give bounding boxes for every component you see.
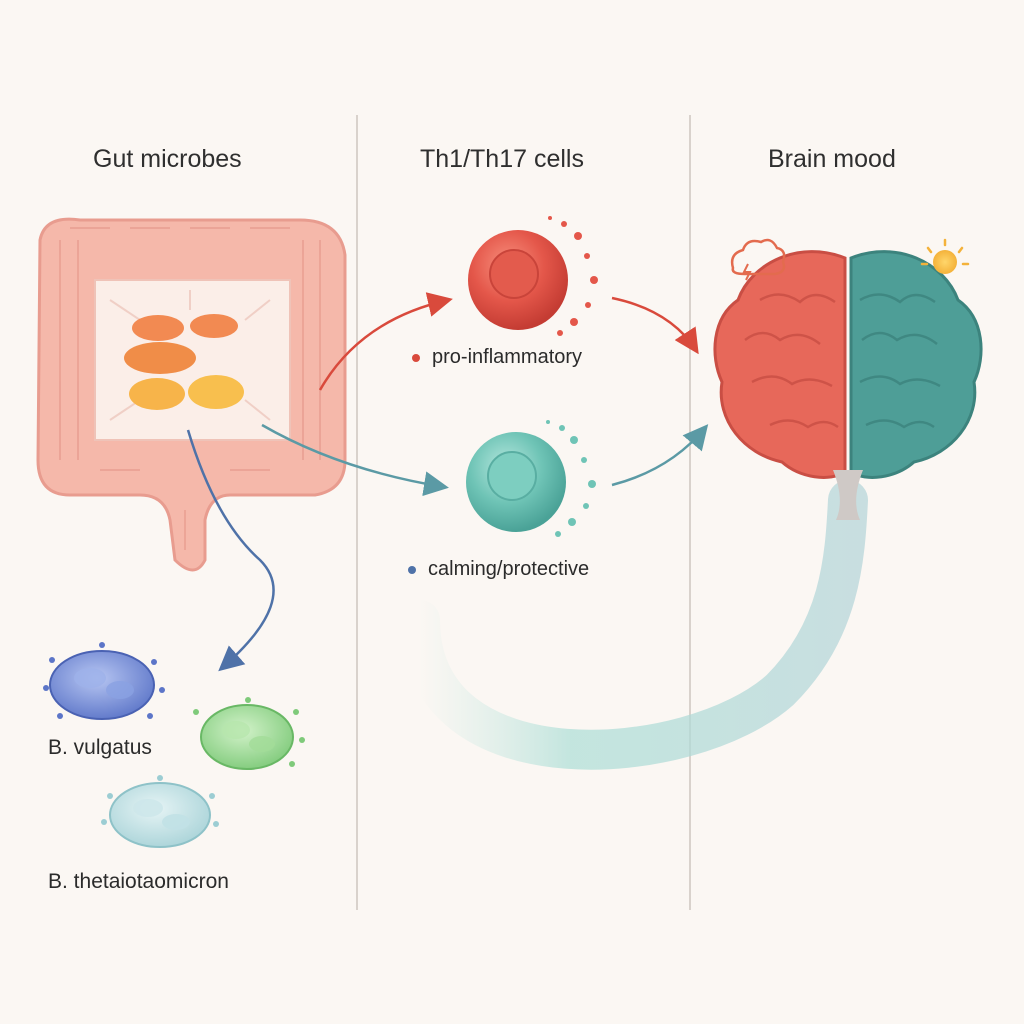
pro-inflammatory-text: pro-inflammatory xyxy=(432,346,583,368)
gut-brain-axis-band xyxy=(400,480,868,770)
column-title-gut: Gut microbes xyxy=(93,145,242,173)
brain-icon xyxy=(713,250,983,520)
storm-cloud-icon xyxy=(730,238,786,281)
bacteria-label-vulgatus: B. vulgatus xyxy=(48,736,152,759)
bacterium-icon xyxy=(101,775,219,848)
arrow-calm-to-brain xyxy=(611,424,709,487)
t-cell-icon xyxy=(468,216,598,336)
column-title-brain: Brain mood xyxy=(768,145,896,173)
bacterium-icon xyxy=(43,642,165,720)
arrow-gut-to-calm xyxy=(261,423,449,497)
calming-protective-label: calming/protective xyxy=(408,558,589,581)
pro-inflammatory-label: pro-inflammatory xyxy=(412,346,582,369)
column-title-cells: Th1/Th17 cells xyxy=(420,145,584,173)
bacterium-icon xyxy=(193,697,305,770)
t-cell-icon xyxy=(466,420,596,537)
calming-protective-dot xyxy=(408,565,416,574)
bacteria-label-thetaiotaomicron: B. thetaiotaomicron xyxy=(48,870,229,893)
intestine-icon xyxy=(36,217,347,572)
pro-inflammatory-dot xyxy=(412,353,420,362)
arrow-gut-to-bacteria xyxy=(186,429,275,672)
calming-protective-text: calming/protective xyxy=(428,558,590,580)
arrow-gut-to-pro xyxy=(318,292,453,391)
sun-icon xyxy=(920,238,970,274)
arrow-pro-to-brain xyxy=(611,296,699,355)
